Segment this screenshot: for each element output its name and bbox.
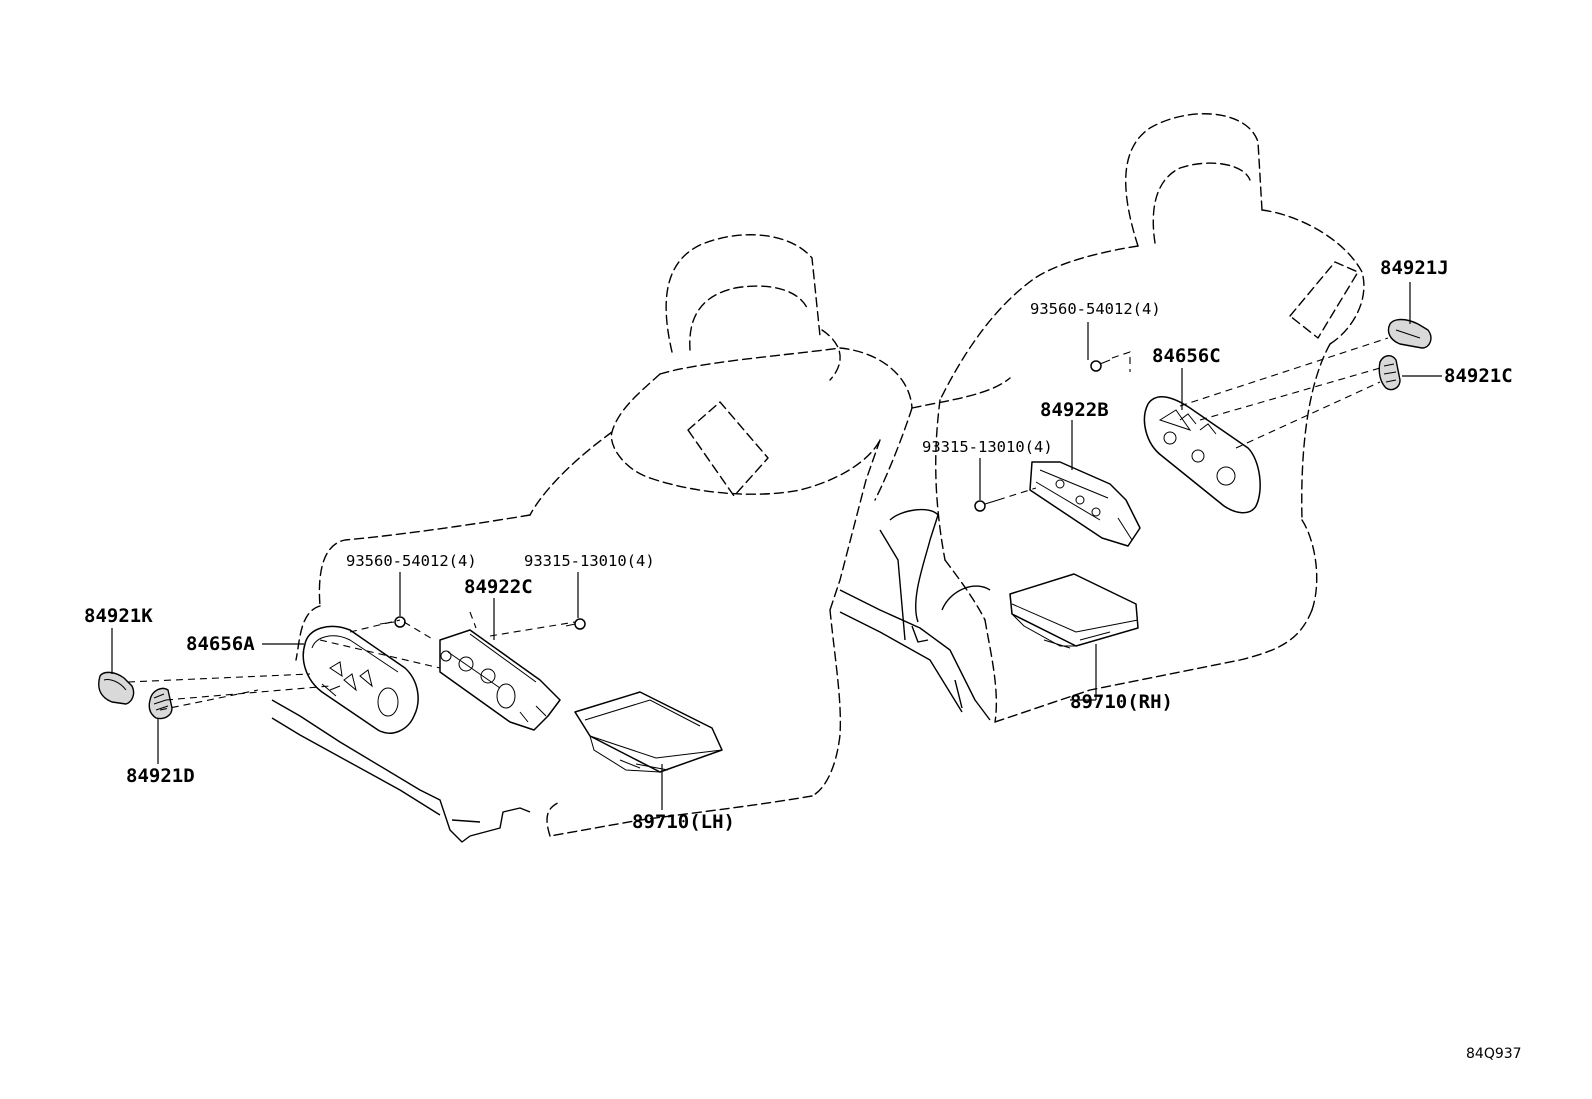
label-93560-rh: 93560-54012(4) (1030, 300, 1161, 318)
left-assembly-lines (127, 611, 576, 711)
part-84921C-knob (1378, 355, 1401, 391)
part-84922B-switch (1029, 461, 1141, 547)
part-84922C-switch (439, 629, 561, 731)
leader-lines (111, 282, 1442, 810)
label-84921K: 84921K (84, 605, 153, 627)
part-84656C-cover (1143, 396, 1261, 514)
part-93560-screw-rh (1090, 359, 1111, 372)
part-84921D-knob (148, 687, 173, 720)
part-labels: 84921K 84656A 84921D 93560-54012(4) 9331… (84, 257, 1522, 1062)
label-93315-rh: 93315-13010(4) (922, 438, 1053, 456)
label-84921J: 84921J (1380, 257, 1449, 279)
reference-code: 84Q937 (1466, 1046, 1522, 1062)
part-93315-screw-rh (974, 499, 999, 512)
label-84922B: 84922B (1040, 399, 1109, 421)
label-84656C: 84656C (1152, 345, 1221, 367)
part-84921K-knob (98, 671, 135, 705)
label-93560-lh: 93560-54012(4) (346, 552, 477, 570)
part-93315-screw-lh (565, 618, 586, 630)
label-89710-lh: 89710(LH) (632, 811, 735, 833)
label-93315-lh: 93315-13010(4) (524, 552, 655, 570)
part-89710RH-ecu (1009, 573, 1139, 649)
label-84922C: 84922C (464, 576, 533, 598)
label-84656A: 84656A (186, 633, 255, 655)
part-93560-screw-lh (379, 616, 406, 628)
part-89710LH-ecu (574, 691, 723, 773)
part-84921J-knob (1387, 318, 1432, 349)
label-89710-rh: 89710(RH) (1070, 691, 1173, 713)
label-84921D: 84921D (126, 765, 195, 787)
part-84656A-cover (302, 625, 419, 734)
left-seat-outline (271, 234, 913, 843)
label-84921C: 84921C (1444, 365, 1513, 387)
right-assembly-lines (997, 337, 1389, 501)
